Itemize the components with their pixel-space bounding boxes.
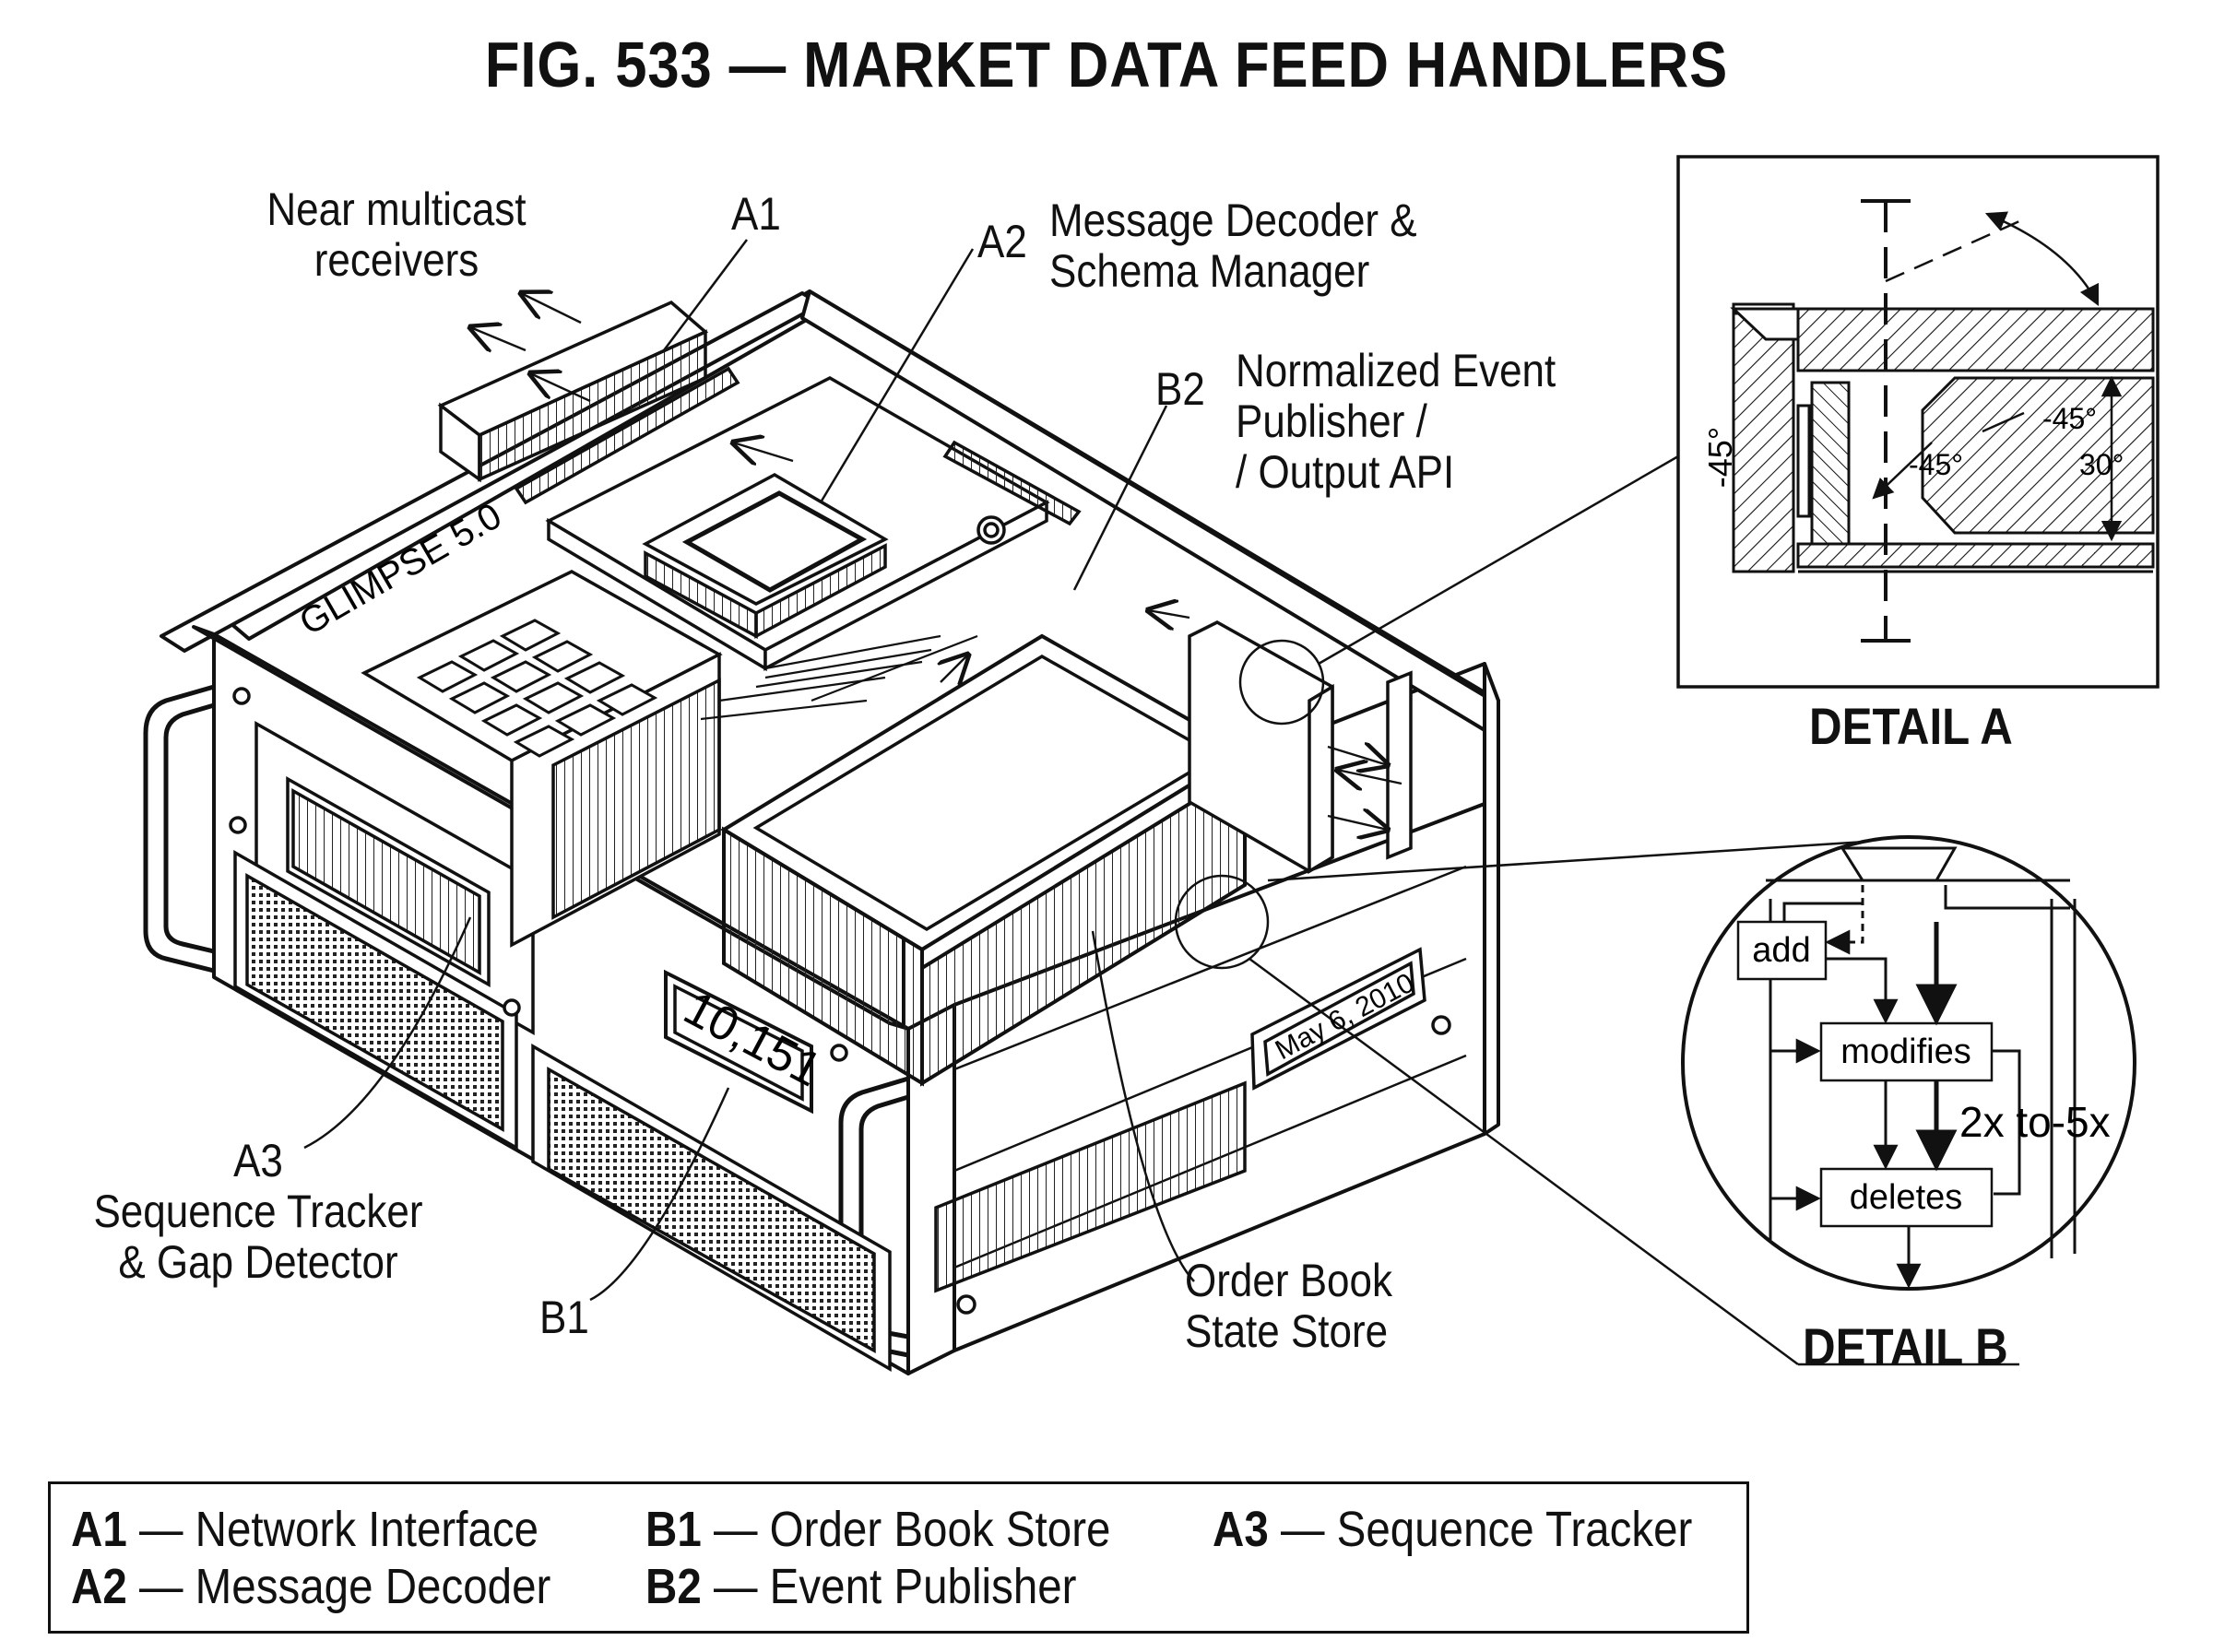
legend-code-b2: B2 <box>645 1559 702 1614</box>
side-plate <box>934 947 1451 1315</box>
detail-a: -45° -45° -45° 30° <box>1676 155 2160 689</box>
network-interface-card <box>437 300 740 505</box>
detail-a-angle-4: 30° <box>2079 448 2124 481</box>
legend-name-a2: Message Decoder <box>195 1559 551 1614</box>
order-book-line-1: Order Book <box>1185 1255 1392 1306</box>
ref-a1: A1 <box>731 188 781 240</box>
detail-b-add-label: add <box>1752 931 1810 970</box>
ref-b1: B1 <box>539 1292 589 1343</box>
near-multicast-label: Near multicast receivers <box>266 184 527 286</box>
keypad-module <box>361 570 723 948</box>
legend-code-a3: A3 <box>1213 1502 1269 1557</box>
order-book-line-2: State Store <box>1185 1305 1389 1357</box>
a3-desc-line-1: Sequence Tracker <box>93 1186 423 1237</box>
legend-box: A1 — Network Interface B1 — Order Book S… <box>48 1481 1749 1634</box>
legend-name-b1: Order Book Store <box>769 1502 1111 1557</box>
a2-desc-line-1: Message Decoder & <box>1049 195 1417 246</box>
box-add <box>1736 920 1828 981</box>
b2-description: Normalized Event Publisher / / Output AP… <box>1236 346 1556 498</box>
legend-item-a3: A3 — Sequence Tracker <box>1213 1502 1693 1557</box>
ribbon-cables <box>700 634 978 721</box>
b2-desc-line-3: / Output API <box>1236 446 1455 498</box>
b2-desc-line-2: Publisher / <box>1236 395 1427 447</box>
legend-item-a2: A2 — Message Decoder <box>71 1559 551 1614</box>
detail-b-ratio: 2x to-5x <box>1959 1098 2111 1146</box>
legend-name-b2: Event Publisher <box>769 1559 1077 1614</box>
near-multicast-line-2: receivers <box>314 234 479 286</box>
detail-a-angle-1: -45° <box>1701 427 1739 488</box>
legend-code-a2: A2 <box>71 1559 127 1614</box>
order-book-label: Order Book State Store <box>1185 1256 1392 1357</box>
legend-code-a1: A1 <box>71 1502 127 1557</box>
ref-a3: A3 <box>233 1135 283 1186</box>
a2-desc-line-2: Schema Manager <box>1049 245 1370 297</box>
a2-description: Message Decoder & Schema Manager <box>1049 195 1417 297</box>
detail-a-angle-2: -45° <box>2042 402 2097 435</box>
legend-name-a3: Sequence Tracker <box>1336 1502 1693 1557</box>
detail-b: add modifies deletes 2x to-5x <box>1681 835 2136 1291</box>
a3-desc-line-2: & Gap Detector <box>118 1236 398 1288</box>
box-deletes <box>1819 1167 1994 1228</box>
detail-b-title: DETAIL B <box>1803 1317 2008 1375</box>
detail-a-angle-3: -45° <box>1909 448 1963 481</box>
detail-a-title: DETAIL A <box>1809 697 2013 755</box>
legend-code-b1: B1 <box>645 1502 702 1557</box>
near-multicast-line-1: Near multicast <box>266 183 527 235</box>
front-panel <box>229 687 892 1373</box>
decoder-board <box>545 376 1082 672</box>
detail-b-deletes-label: deletes <box>1850 1178 1963 1217</box>
dataflow-arrows <box>470 293 1402 830</box>
legend-item-b1: B1 — Order Book Store <box>645 1502 1111 1557</box>
legend-item-a1: A1 — Network Interface <box>71 1502 539 1557</box>
keypad-keys <box>416 619 658 758</box>
legend-name-a1: Network Interface <box>195 1502 539 1557</box>
detail-b-modifies-label: modifies <box>1840 1032 1971 1071</box>
ref-a2: A2 <box>977 216 1027 267</box>
a3-label: A3 Sequence Tracker & Gap Detector <box>79 1136 436 1288</box>
ref-b2: B2 <box>1155 363 1205 415</box>
event-publisher-card <box>1188 620 1413 875</box>
leader-lines <box>303 239 2019 1366</box>
b2-desc-line-1: Normalized Event <box>1236 345 1556 396</box>
figure-title: FIG. 533 — MARKET DATA FEED HANDLERS <box>484 29 1729 100</box>
order-book-store <box>720 633 1249 1087</box>
legend-item-b2: B2 — Event Publisher <box>645 1559 1077 1614</box>
